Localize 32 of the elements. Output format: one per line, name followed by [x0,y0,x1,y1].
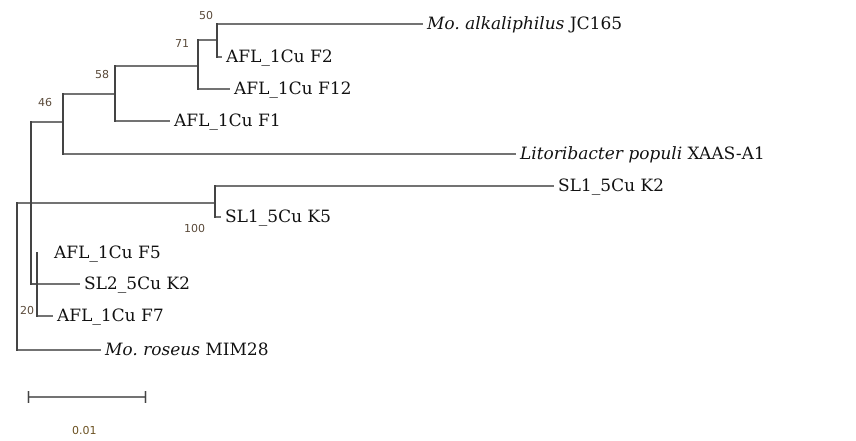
scale-label: 0.01 [72,424,96,437]
branch-line [18,349,101,351]
bootstrap-value: 20 [20,304,34,317]
taxon-label: SL2_5Cu K2 [80,272,190,296]
taxon-label: Mo. alkaliphilus JC165 [423,12,622,36]
branch-line [64,93,114,95]
branch-line [216,185,554,187]
taxon-label: SL1_5Cu K2 [554,174,664,198]
branch-line [116,120,170,122]
branch-line [32,121,62,123]
branch-line [38,315,53,317]
branch-line [198,88,230,90]
taxon-label: AFL_1Cu F1 [170,109,281,133]
bootstrap-value: 58 [95,68,109,81]
taxon-label: AFL_1Cu F2 [222,45,333,69]
taxon-label: AFL_1Cu F5 [50,241,161,265]
taxon-label: Mo. roseus MIM28 [101,338,269,362]
bootstrap-value: 71 [175,37,189,50]
branch-line [64,153,516,155]
branch-line [218,23,423,25]
taxon-label: AFL_1Cu F7 [53,304,164,328]
taxon-label: SL1_5Cu K5 [221,205,331,229]
bootstrap-value: 50 [199,9,213,22]
branch-line [116,65,198,67]
taxon-label: AFL_1Cu F12 [230,77,352,101]
branch-line [216,216,221,218]
bootstrap-value: 100 [184,222,205,235]
taxon-label: Litoribacter populi XAAS-A1 [516,142,765,166]
branch-line [18,202,214,204]
branch-line [218,56,222,58]
branch-line [198,39,216,41]
bootstrap-value: 46 [38,96,52,109]
